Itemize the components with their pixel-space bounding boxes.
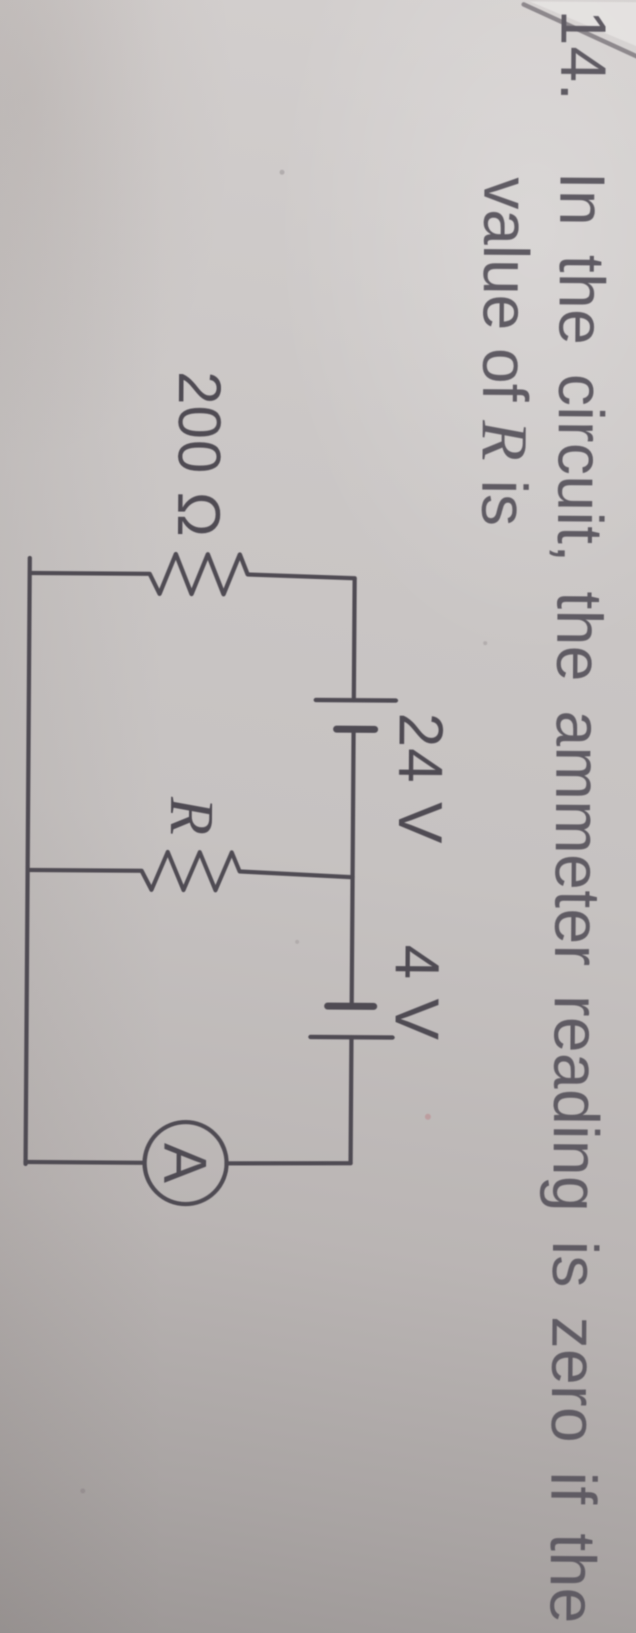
paper-speck <box>80 1488 86 1494</box>
question-line2: value of R is <box>467 177 543 527</box>
paper-speck <box>483 641 488 646</box>
wire-right-upper <box>224 1161 353 1166</box>
ammeter-label: A <box>151 1143 218 1183</box>
page-corner-highlight <box>529 1 636 49</box>
paper-speck <box>279 169 285 175</box>
paper-speck <box>295 939 300 944</box>
question-line2-variable: R <box>467 420 541 462</box>
strike-mark <box>521 2 636 59</box>
strike-mark-svg <box>521 1 636 59</box>
wire-top-left-segment <box>351 576 357 703</box>
resistor-r-zigzag <box>26 849 355 893</box>
paper-speck-pink <box>424 1113 431 1120</box>
question-line1: In the circuit, the ammeter reading is z… <box>536 171 619 1625</box>
wire-top-middle-segment <box>349 727 356 1009</box>
wire-right-lower <box>23 1159 147 1165</box>
wire-top-right-segment <box>348 1035 354 1166</box>
ammeter-circle <box>142 1119 229 1207</box>
label-24v: 24 V <box>384 712 455 845</box>
resistor-200-zigzag <box>28 551 357 597</box>
label-r: R <box>156 796 226 836</box>
question-number: 14. <box>546 9 620 103</box>
circuit-diagram: A <box>23 551 399 1207</box>
label-4v: 4 V <box>381 944 452 1041</box>
label-200-ohm: 200 Ω <box>164 370 234 539</box>
question-line2-pre: value of <box>468 177 543 402</box>
wire-bottom <box>23 555 32 1167</box>
battery-24v-long-plate <box>313 697 399 703</box>
question-line2-post: is <box>468 479 541 527</box>
